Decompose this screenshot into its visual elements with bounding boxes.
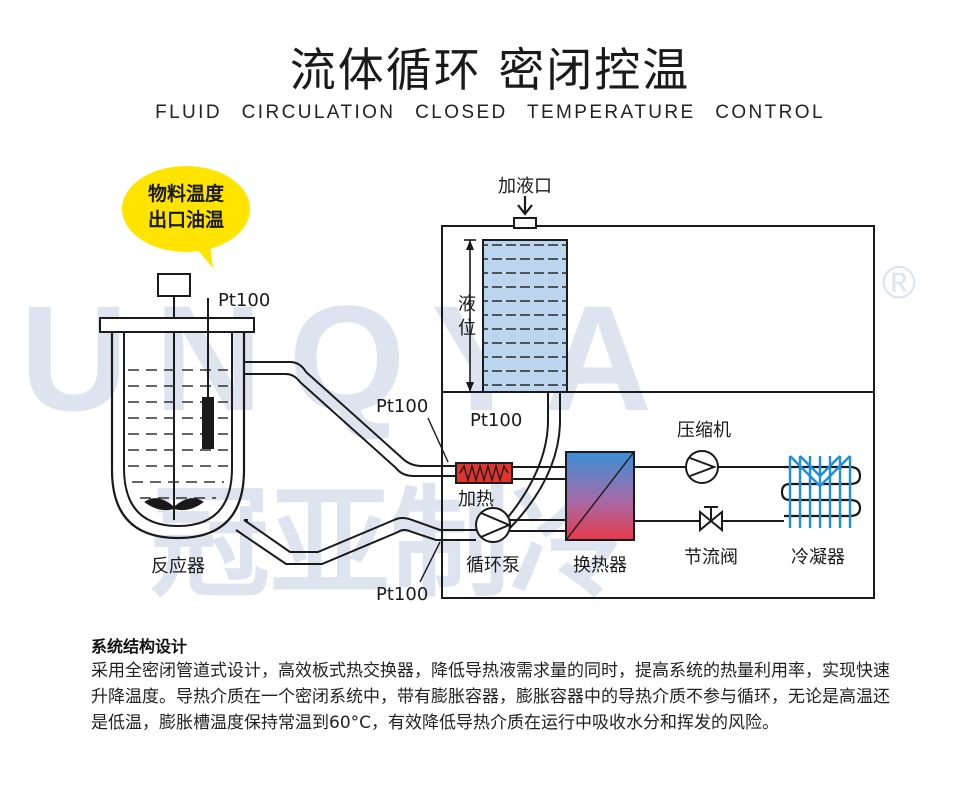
- heat-exchanger-label: 换热器: [573, 555, 627, 576]
- circulation-pump: [475, 507, 566, 543]
- pt100-heater-label: Pt100: [470, 410, 522, 431]
- throttle-valve: [699, 506, 723, 533]
- watermark-registered: ®: [882, 256, 916, 308]
- condenser: [780, 455, 862, 528]
- expansion-tank: [464, 196, 568, 393]
- reactor-label: 反应器: [151, 556, 205, 577]
- condenser-label: 冷凝器: [791, 547, 845, 568]
- pt100-left-top-leader: [427, 417, 449, 463]
- refrigerant-lines: [634, 466, 784, 522]
- bubble-line-2: 出口油温: [148, 208, 224, 231]
- bubble-line-1: 物料温度: [148, 182, 225, 205]
- level-label-2: 位: [458, 318, 476, 339]
- fill-port-label: 加液口: [498, 176, 552, 197]
- pt100-left-bottom-leader: [419, 541, 441, 583]
- page-title: 流体循环 密闭控温: [289, 43, 691, 97]
- circulation-piping: [235, 361, 476, 565]
- compressor-label: 压缩机: [677, 420, 731, 441]
- plate-heat-exchanger: [565, 451, 635, 541]
- tank-drain-pipe: [503, 392, 561, 529]
- compressor: [685, 450, 719, 484]
- watermark-cn: 冠亚制冷: [150, 475, 630, 614]
- level-label-1: 液: [458, 294, 476, 315]
- heater-to-exchanger-pipe: [512, 466, 566, 480]
- temperature-bubble: 物料温度 出口油温: [122, 166, 250, 268]
- description-body: 采用全密闭管道式设计，高效板式热交换器，降低导热液需求量的同时，提高系统的热量利…: [91, 661, 890, 733]
- heater-label: 加热: [458, 489, 494, 510]
- watermark-brand: UNQYA: [20, 274, 678, 442]
- pt100-left-bottom-label: Pt100: [376, 584, 428, 605]
- heater: [455, 462, 513, 484]
- reactor-vessel: [99, 273, 255, 540]
- page-subtitle: FLUID CIRCULATION CLOSED TEMPERATURE CON…: [155, 102, 825, 123]
- description-heading: 系统结构设计: [91, 637, 188, 656]
- pt100-reactor-label: Pt100: [218, 290, 270, 311]
- pump-label: 循环泵: [466, 555, 520, 576]
- pt100-left-top-label: Pt100: [376, 396, 428, 417]
- throttle-valve-label: 节流阀: [684, 547, 738, 568]
